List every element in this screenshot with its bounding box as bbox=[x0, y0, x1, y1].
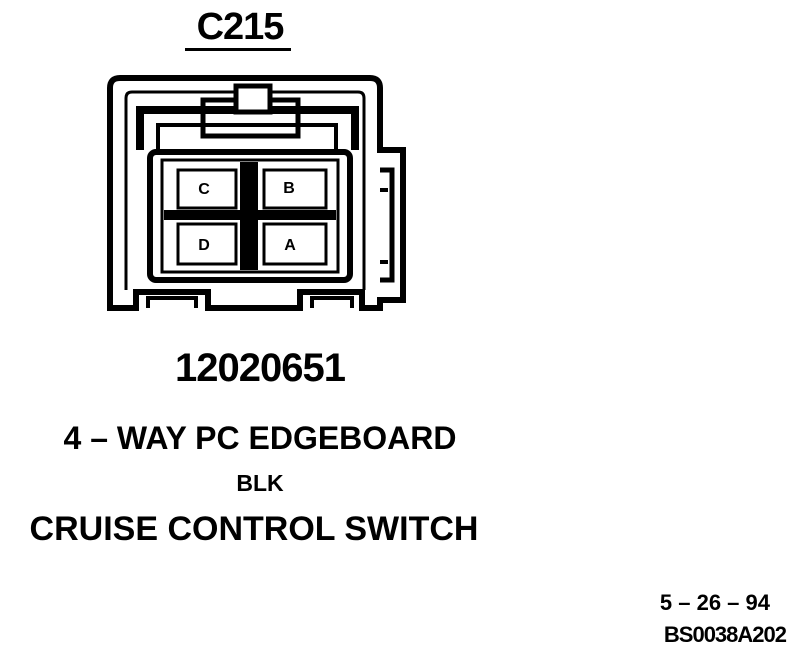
pin-label-b: B bbox=[283, 180, 295, 197]
connector-housing-outline bbox=[107, 75, 406, 311]
terminal-divider-horizontal bbox=[164, 210, 336, 220]
pin-cell-a bbox=[262, 222, 328, 266]
connector-id-underline bbox=[185, 48, 291, 51]
side-latch bbox=[380, 167, 395, 283]
locking-tab-latch bbox=[233, 83, 273, 115]
bottom-foot-left bbox=[146, 296, 198, 308]
figure-code: BS0038A202 bbox=[663, 622, 787, 647]
terminal-cavity-outer bbox=[147, 149, 353, 283]
bottom-foot-right bbox=[310, 296, 354, 308]
component-name: CRUISE CONTROL SWITCH bbox=[29, 510, 479, 548]
connector-color: BLK bbox=[236, 470, 284, 496]
date-code: 5 – 26 – 94 bbox=[659, 590, 770, 615]
locking-tab-frame bbox=[136, 106, 359, 150]
pin-cell-b bbox=[262, 168, 328, 210]
side-latch-notch bbox=[380, 188, 388, 264]
pin-label-a: A bbox=[284, 237, 296, 254]
connector-type: 4 – WAY PC EDGEBOARD bbox=[63, 420, 457, 456]
pin-cell-c bbox=[176, 168, 238, 210]
pin-cell-d bbox=[176, 222, 238, 266]
pin-label-d: D bbox=[198, 237, 210, 254]
terminal-cavity-inner bbox=[160, 158, 340, 274]
part-number: 12020651 bbox=[175, 346, 346, 390]
pin-label-c: C bbox=[198, 181, 210, 198]
connector-id-label: C215 bbox=[196, 6, 285, 48]
locking-tab-inner-frame bbox=[156, 123, 338, 150]
